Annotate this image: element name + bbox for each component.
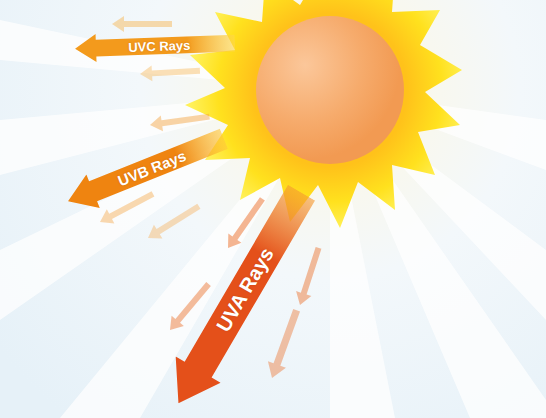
small-ray-arrow: [140, 63, 201, 82]
small-ray-arrow: [292, 245, 326, 307]
arrow-polygon: [61, 122, 230, 218]
small-ray-arrow: [144, 199, 203, 244]
small-ray-arrow: [149, 109, 211, 133]
ray-label: UVC Rays: [87, 29, 231, 62]
sun-disc: [256, 16, 404, 164]
small-ray-arrow: [112, 16, 172, 32]
small-ray-arrow: [263, 307, 306, 381]
sun-starburst: [185, 0, 462, 228]
arrow-polygon: [75, 29, 236, 63]
arrow-polygon: [156, 180, 324, 417]
ray-arrow: UVC Rays: [75, 29, 236, 63]
